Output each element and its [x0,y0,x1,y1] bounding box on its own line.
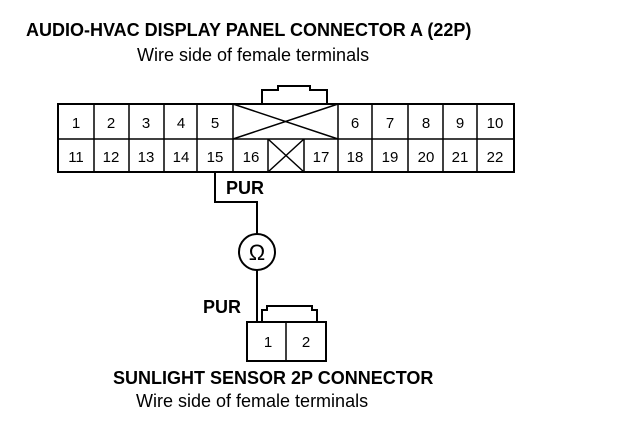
connector-a-title: AUDIO-HVAC DISPLAY PANEL CONNECTOR A (22… [26,20,472,40]
pin-16: 16 [243,149,260,166]
wire-color-label-upper: PUR [226,178,264,198]
pin-18: 18 [347,149,364,166]
ohm-icon: Ω [249,240,265,265]
pin-4: 4 [177,115,185,132]
pin-17: 17 [313,149,330,166]
pin-15: 15 [207,149,224,166]
sensor-pin-1: 1 [264,334,272,351]
pin-21: 21 [452,149,469,166]
pin-1: 1 [72,115,80,132]
connector-a-lock-tab [261,85,328,104]
connector-a-top-dividers [93,104,478,139]
pin-5: 5 [211,115,219,132]
sensor-connector-lock-tab [261,305,318,322]
pin-20: 20 [418,149,435,166]
pin-11: 11 [68,149,84,166]
pin-2: 2 [107,115,115,132]
pin-3: 3 [142,115,150,132]
sensor-connector-subtitle: Wire side of female terminals [136,391,369,411]
pin-7: 7 [386,115,394,132]
connector-a-top-empty-cavity [232,103,339,140]
pin-12: 12 [103,149,120,166]
wire-color-label-lower: PUR [203,297,241,317]
pin-14: 14 [173,149,190,166]
pin-10: 10 [487,115,504,132]
pin-9: 9 [456,115,464,132]
connector-a-bottom-dividers [93,139,478,172]
wire-upper [214,172,258,234]
pin-6: 6 [351,115,359,132]
connector-a-bottom-empty-cavity [267,138,305,173]
connector-a-body [57,103,515,173]
pin-8: 8 [422,115,430,132]
pin-13: 13 [138,149,155,166]
pin-22: 22 [487,149,504,166]
pin-19: 19 [382,149,399,166]
connector-a-subtitle: Wire side of female terminals [137,45,370,65]
sensor-pin-2: 2 [302,334,310,351]
sensor-connector-title: SUNLIGHT SENSOR 2P CONNECTOR [113,368,434,388]
